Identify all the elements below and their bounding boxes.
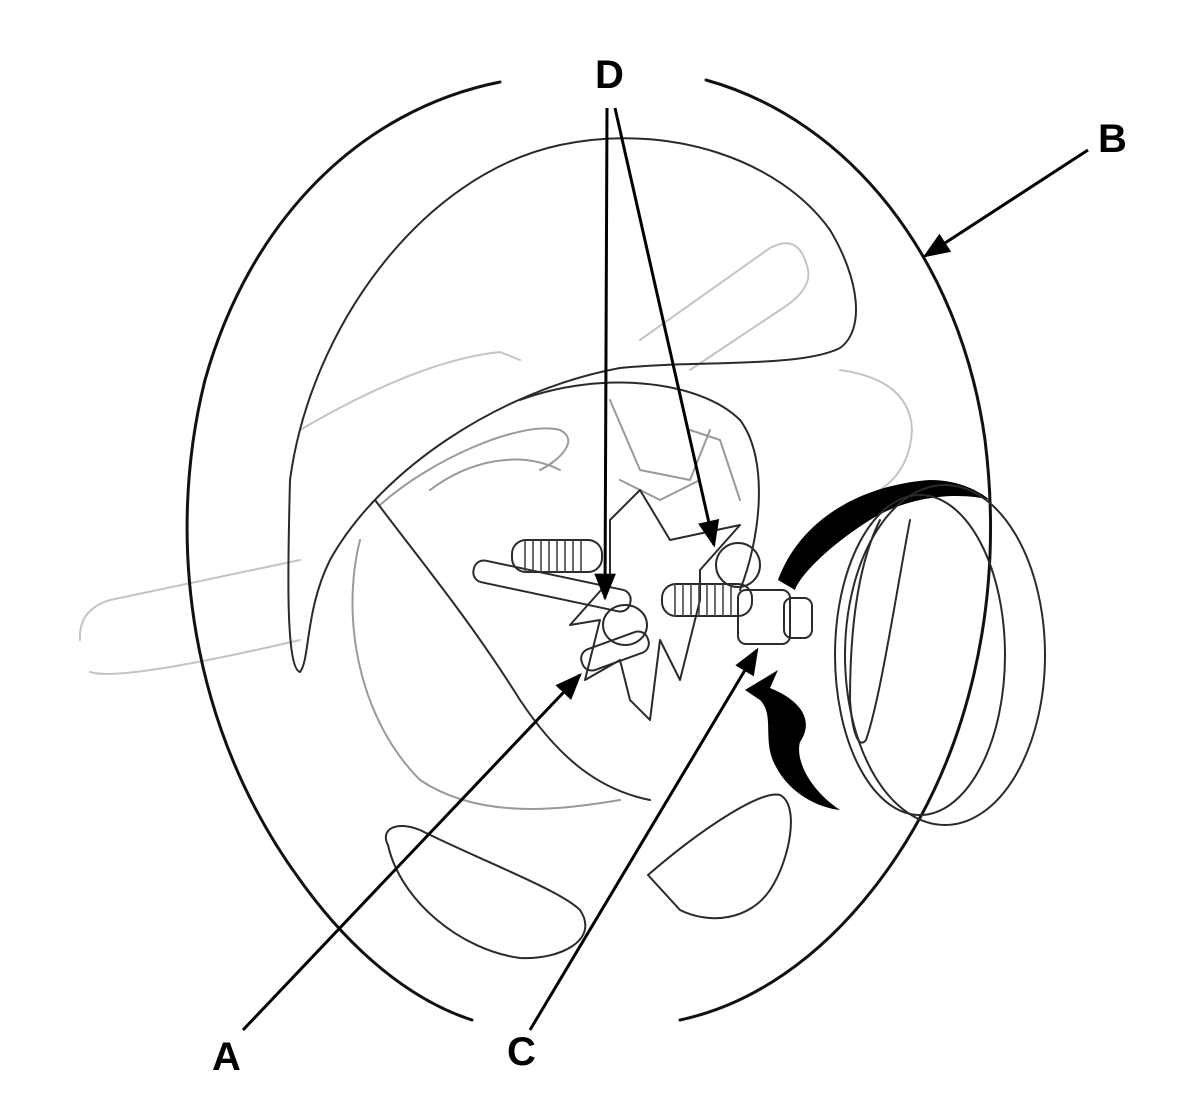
leader-lines [241, 107, 1089, 1032]
center-bolt [737, 589, 813, 645]
steering-column [78, 242, 913, 675]
bolt-right [661, 542, 761, 617]
leader-arrow-icon [528, 647, 759, 1031]
steering-wheel-rim [185, 78, 992, 1022]
leader-arrow-icon [594, 107, 616, 601]
leader-arrow-icon [241, 673, 582, 1032]
bolt-left [511, 539, 603, 573]
leader-arrow-icon [613, 107, 720, 548]
callout-a: A [212, 1035, 241, 1079]
callout-c: C [507, 1030, 536, 1074]
callout-b: B [1098, 117, 1127, 161]
callout-d: D [595, 53, 624, 97]
leader-arrow-icon [922, 148, 1089, 258]
rotation-arrow-icon [745, 480, 1046, 826]
lower-spokes [385, 793, 792, 960]
steering-wheel-inner-rim [287, 137, 857, 810]
